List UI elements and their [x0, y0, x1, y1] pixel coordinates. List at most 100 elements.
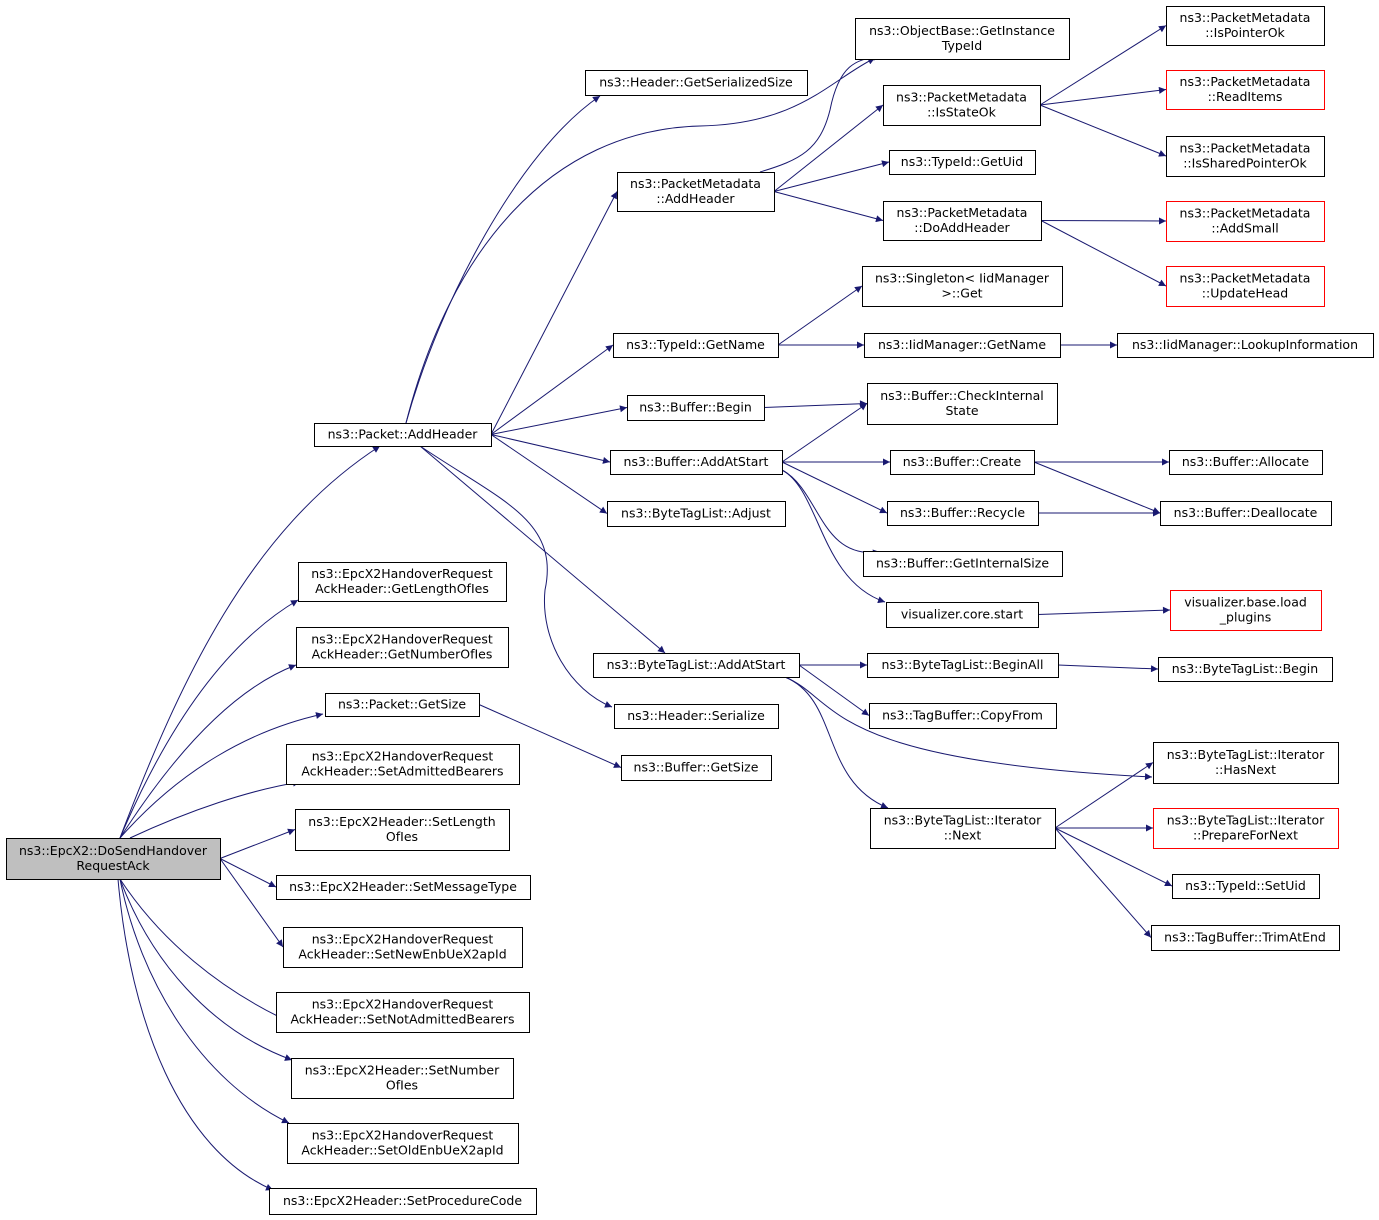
node-box — [1169, 450, 1323, 475]
node-buffer_allocate[interactable]: ns3::Buffer::Allocate — [1169, 450, 1323, 475]
node-iidmanager_getname[interactable]: ns3::IidManager::GetName — [864, 333, 1061, 358]
edge-bytetaglist_addatstart-to-iterator_next — [784, 676, 889, 809]
node-box — [296, 627, 509, 668]
node-label-line: ns3::Buffer::CheckInternal — [880, 388, 1044, 403]
node-buffer_begin[interactable]: ns3::Buffer::Begin — [627, 395, 765, 421]
node-pm_readitems[interactable]: ns3::PacketMetadata::ReadItems — [1166, 70, 1325, 110]
node-header_getserializedsize[interactable]: ns3::Header::GetSerializedSize — [585, 70, 808, 96]
node-box — [855, 18, 1070, 60]
node-pm_updatehead[interactable]: ns3::PacketMetadata::UpdateHead — [1166, 266, 1325, 307]
edge-packet_addheader-to-pm_addheader — [490, 191, 618, 435]
node-setadmitted[interactable]: ns3::EpcX2HandoverRequestAckHeader::SetA… — [286, 744, 520, 785]
node-tagbuffer_copyfrom[interactable]: ns3::TagBuffer::CopyFrom — [869, 703, 1057, 729]
edge-bytetaglist_addatstart-to-tagbuffer_copyfrom — [798, 664, 870, 716]
node-label-line: ns3::EpcX2::DoSendHandover — [19, 843, 208, 858]
node-box — [617, 172, 775, 212]
node-box — [1158, 657, 1333, 682]
node-visualizer_core_start[interactable]: visualizer.core.start — [886, 602, 1039, 628]
edge-pm_doaddheader-to-pm_updatehead — [1040, 220, 1167, 287]
node-label-line: ns3::PacketMetadata — [1180, 74, 1311, 89]
edge-visualizer_core_start-to-visualizer_base_load_plugins — [1037, 606, 1171, 615]
node-label-line: ns3::TypeId::SetUid — [1185, 878, 1306, 893]
node-buffer_deallocate[interactable]: ns3::Buffer::Deallocate — [1160, 501, 1332, 526]
node-setoldenb[interactable]: ns3::EpcX2HandoverRequestAckHeader::SetO… — [287, 1123, 519, 1164]
node-label-line: ns3::ByteTagList::AddAtStart — [607, 657, 786, 672]
node-box — [593, 653, 800, 678]
node-setprocedurecode[interactable]: ns3::EpcX2Header::SetProcedureCode — [269, 1188, 537, 1215]
node-pm_ispointerok[interactable]: ns3::PacketMetadata::IsPointerOk — [1166, 6, 1325, 46]
node-bytetaglist_addatstart[interactable]: ns3::ByteTagList::AddAtStart — [593, 653, 800, 678]
node-label-line: ns3::ByteTagList::Iterator — [1167, 747, 1325, 762]
node-pm_addheader[interactable]: ns3::PacketMetadata::AddHeader — [617, 172, 775, 212]
node-bytetaglist_adjust[interactable]: ns3::ByteTagList::Adjust — [607, 501, 786, 527]
node-box — [1166, 70, 1325, 110]
edge-iterator_next-to-typeid_setuid — [1054, 827, 1173, 887]
node-pm_addsmall[interactable]: ns3::PacketMetadata::AddSmall — [1166, 201, 1325, 242]
node-bytetaglist_begin[interactable]: ns3::ByteTagList::Begin — [1158, 657, 1333, 682]
node-label-line: visualizer.core.start — [901, 607, 1023, 622]
node-label-line: ns3::ByteTagList::BeginAll — [882, 657, 1044, 672]
node-label-line: ns3::EpcX2HandoverRequest — [311, 566, 493, 581]
node-label-line: ns3::EpcX2HandoverRequest — [311, 632, 493, 647]
node-label-line: ns3::ByteTagList::Iterator — [1167, 813, 1325, 828]
node-singleton_get[interactable]: ns3::Singleton< IidManager>::Get — [862, 266, 1063, 307]
node-label-line: ns3::ByteTagList::Adjust — [621, 506, 771, 521]
node-label-line: ::UpdateHead — [1202, 286, 1288, 301]
edge-pm_doaddheader-to-pm_addsmall — [1040, 217, 1167, 225]
node-label-line: ns3::EpcX2HandoverRequest — [312, 997, 494, 1012]
node-box — [276, 992, 530, 1033]
node-label-line: TypeId — [941, 38, 982, 53]
edge-packet_addheader-to-buffer_addatstart — [490, 434, 611, 464]
node-label-line: ns3::EpcX2Header::SetProcedureCode — [283, 1193, 522, 1208]
node-box — [867, 653, 1059, 678]
node-buffer_recycle[interactable]: ns3::Buffer::Recycle — [887, 501, 1039, 526]
node-buffer_getinternalsize[interactable]: ns3::Buffer::GetInternalSize — [863, 551, 1063, 577]
node-box — [610, 450, 783, 475]
node-setmessagetype[interactable]: ns3::EpcX2Header::SetMessageType — [276, 875, 531, 900]
node-pm_isstateok[interactable]: ns3::PacketMetadata::IsStateOk — [883, 85, 1041, 126]
node-bytetaglist_beginall[interactable]: ns3::ByteTagList::BeginAll — [867, 653, 1059, 678]
node-packet_addheader[interactable]: ns3::Packet::AddHeader — [314, 423, 492, 447]
node-label-line: ns3::Buffer::Begin — [639, 400, 752, 415]
node-box — [283, 927, 523, 968]
node-iidmanager_lookupinformation[interactable]: ns3::IidManager::LookupInformation — [1117, 333, 1374, 358]
edge-layer — [117, 25, 1173, 1191]
node-packet_getsize[interactable]: ns3::Packet::GetSize — [325, 693, 480, 717]
node-typeid_setuid[interactable]: ns3::TypeId::SetUid — [1172, 874, 1320, 899]
node-typeid_getuid[interactable]: ns3::TypeId::GetUid — [889, 150, 1036, 175]
node-buffer_getsize[interactable]: ns3::Buffer::GetSize — [621, 755, 772, 781]
node-pm_issharedpointerok[interactable]: ns3::PacketMetadata::IsSharedPointerOk — [1166, 136, 1325, 177]
node-label-line: ns3::PacketMetadata — [1180, 10, 1311, 25]
node-setnewenb[interactable]: ns3::EpcX2HandoverRequestAckHeader::SetN… — [283, 927, 523, 968]
node-label-line: ::PrepareForNext — [1193, 828, 1298, 843]
node-buffer_addatstart[interactable]: ns3::Buffer::AddAtStart — [610, 450, 783, 475]
edge-buffer_create-to-buffer_deallocate — [1033, 461, 1161, 514]
node-box — [886, 602, 1039, 628]
node-tagbuffer_trimatend[interactable]: ns3::TagBuffer::TrimAtEnd — [1151, 925, 1340, 951]
node-visualizer_base_load_plugins[interactable]: visualizer.base.load_plugins — [1170, 590, 1322, 631]
node-setnotadmitted[interactable]: ns3::EpcX2HandoverRequestAckHeader::SetN… — [276, 992, 530, 1033]
node-label-line: ns3::ByteTagList::Begin — [1172, 661, 1318, 676]
edge-pm_addheader-to-typeid_getuid — [773, 160, 890, 192]
node-getlengthofies[interactable]: ns3::EpcX2HandoverRequestAckHeader::GetL… — [298, 562, 507, 602]
node-box — [287, 1123, 519, 1164]
node-iterator_hasnext[interactable]: ns3::ByteTagList::Iterator::HasNext — [1153, 742, 1339, 784]
node-pm_doaddheader[interactable]: ns3::PacketMetadata::DoAddHeader — [883, 201, 1042, 241]
node-iterator_next[interactable]: ns3::ByteTagList::Iterator::Next — [870, 808, 1056, 849]
node-typeid_getname[interactable]: ns3::TypeId::GetName — [613, 333, 779, 358]
node-iterator_preparefornext[interactable]: ns3::ByteTagList::Iterator::PrepareForNe… — [1153, 808, 1339, 849]
node-getnumberofies[interactable]: ns3::EpcX2HandoverRequestAckHeader::GetN… — [296, 627, 509, 668]
node-buffer_create[interactable]: ns3::Buffer::Create — [890, 450, 1035, 475]
node-label-line: ::IsSharedPointerOk — [1183, 156, 1307, 171]
edge-pm_isstateok-to-pm_issharedpointerok — [1039, 104, 1167, 157]
node-label-line: AckHeader::GetNumberOfIes — [312, 647, 493, 662]
node-header_serialize[interactable]: ns3::Header::Serialize — [614, 704, 779, 729]
node-box — [6, 838, 221, 880]
node-label-line: ns3::Buffer::Recycle — [900, 505, 1025, 520]
